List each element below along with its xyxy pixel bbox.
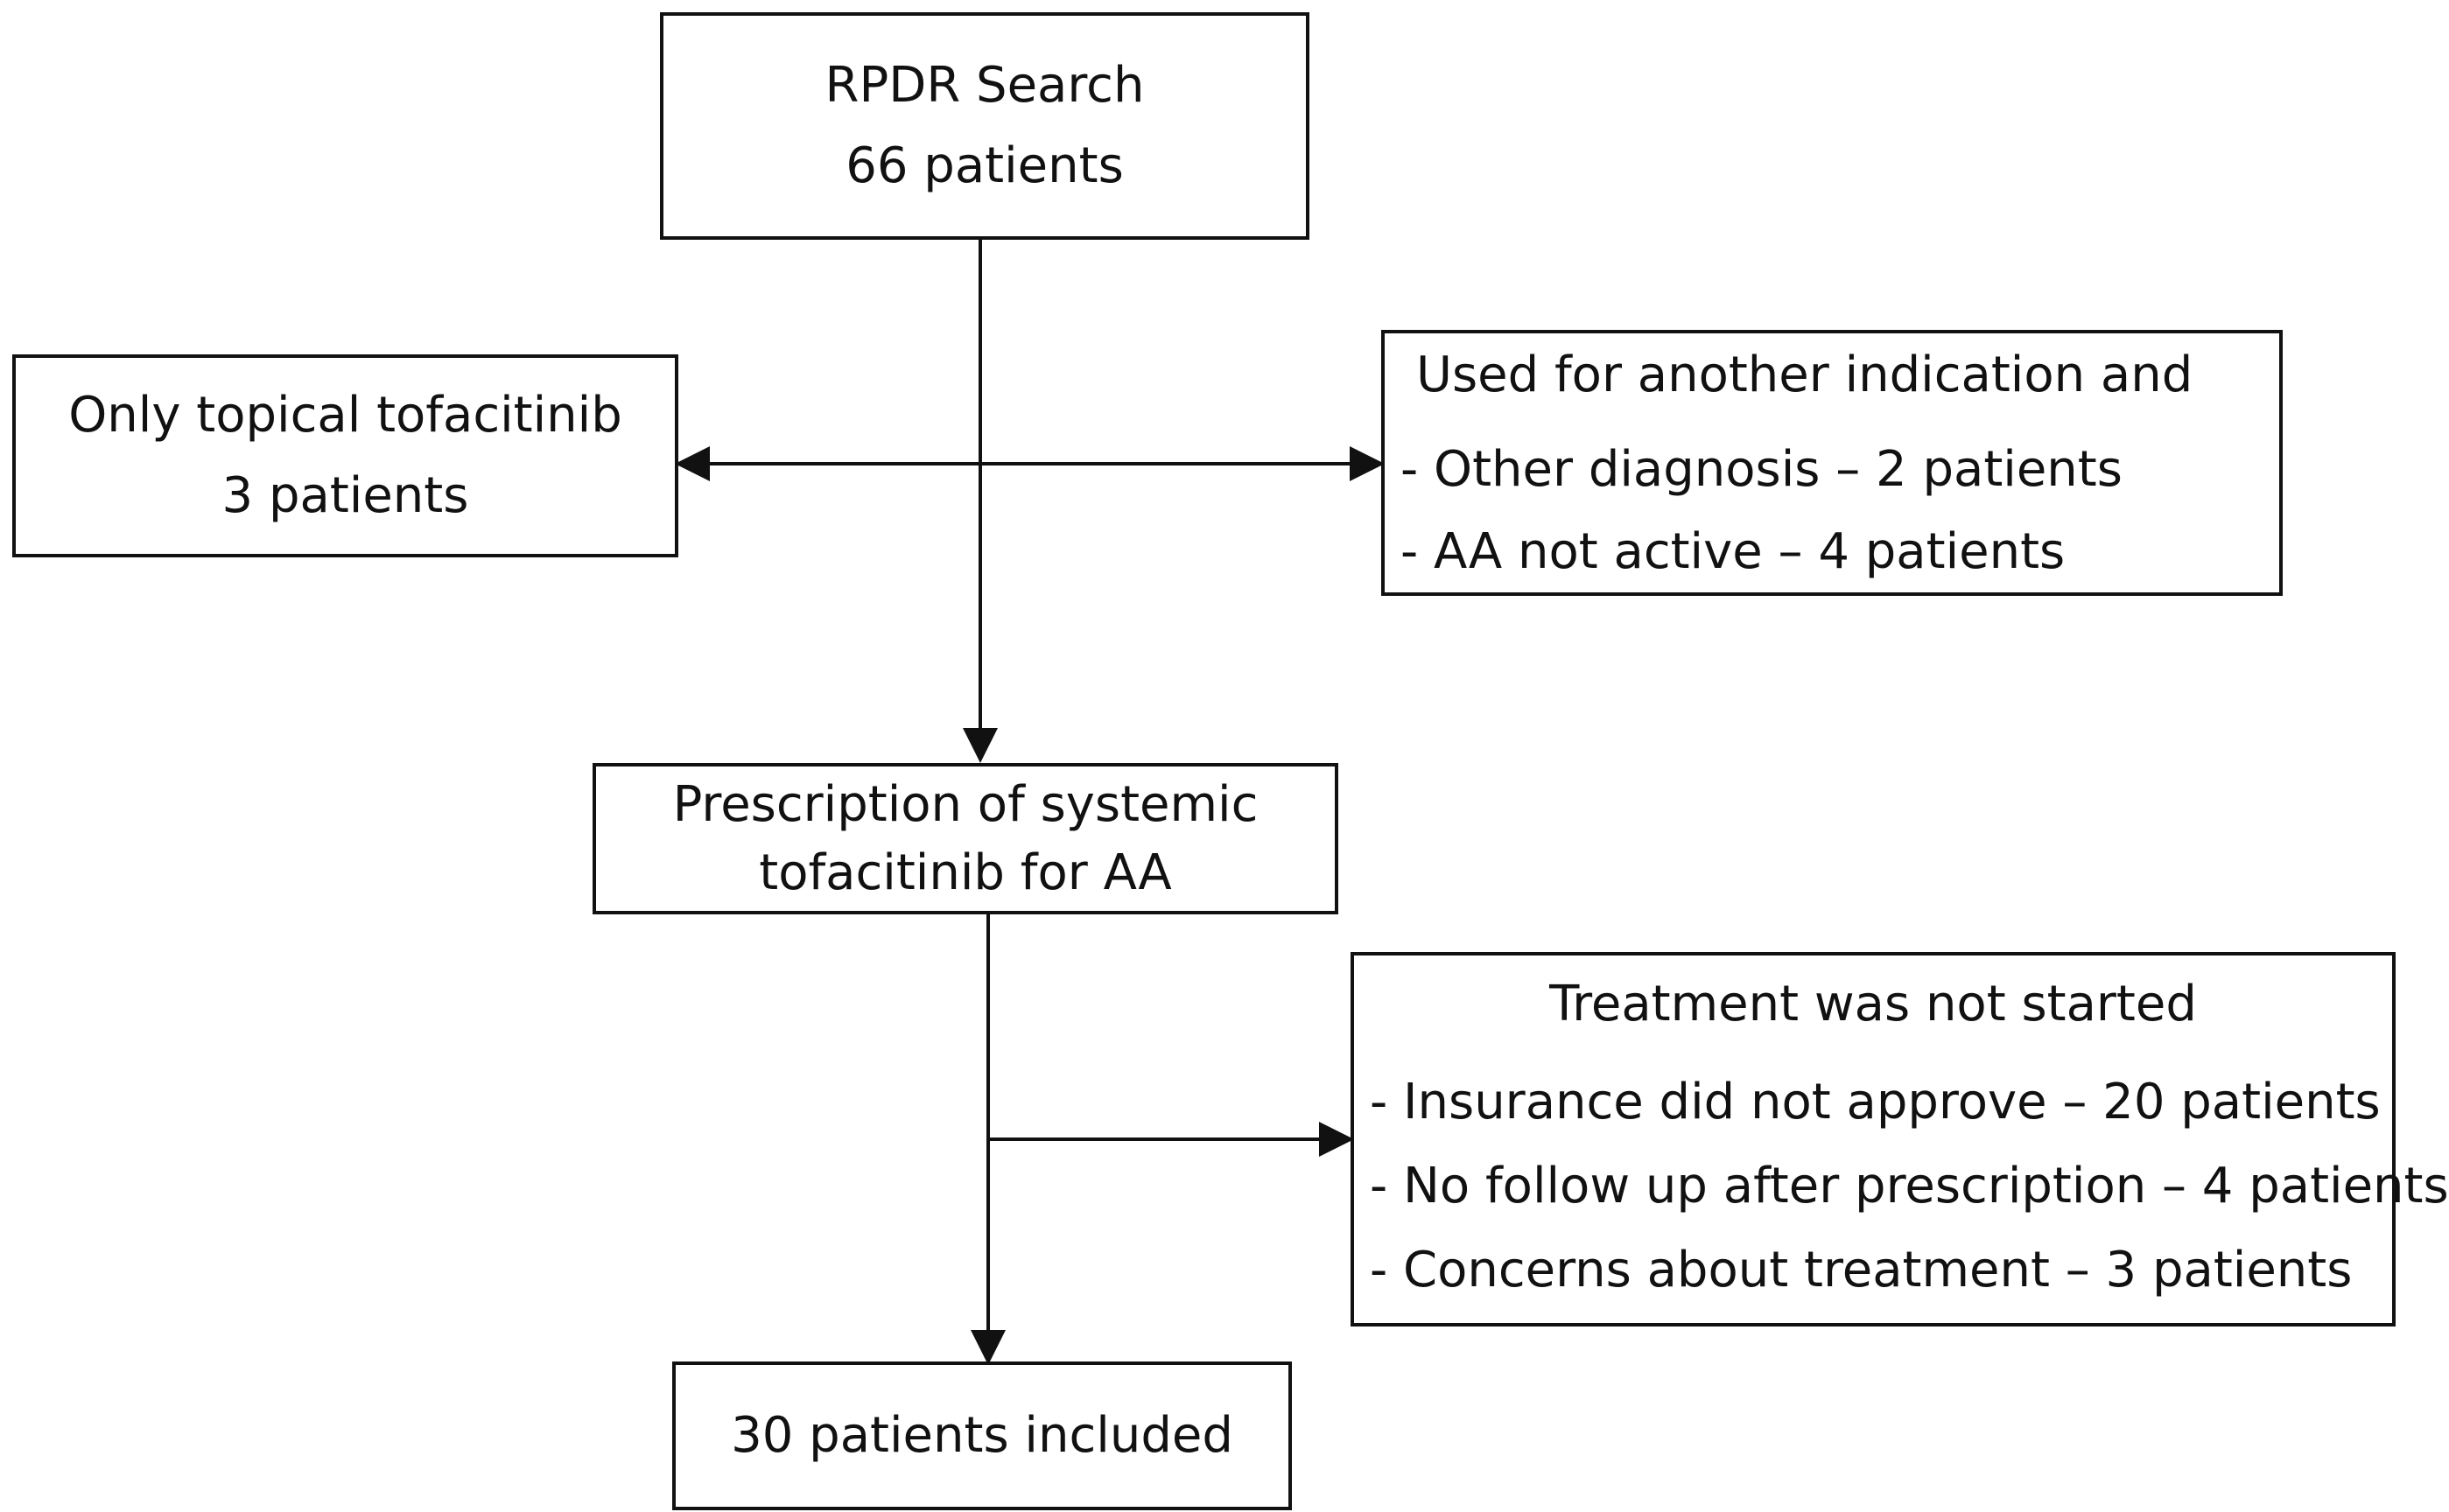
topical-box: Only topical tofacitinib 3 patients [12,354,678,557]
other-indication-item: - AA not active – 4 patients [1400,523,2066,580]
not-started-box: Treatment was not started - Insurance di… [1351,952,2449,1326]
included-title: 30 patients included [731,1407,1233,1464]
other-indication-title: Used for another indication and [1416,346,2193,403]
other-indication-box: Used for another indication and - Other … [1381,330,2283,596]
search-box: RPDR Search 66 patients [660,12,1309,240]
included-box: 30 patients included [672,1362,1292,1510]
not-started-title: Treatment was not started [1549,976,2197,1032]
search-title: RPDR Search [825,57,1145,114]
systemic-line-1: Prescription of systemic [672,775,1259,833]
systemic-box: Prescription of systemic tofacitinib for… [593,763,1338,914]
not-started-item: - Concerns about treatment – 3 patients [1370,1242,2353,1298]
systemic-line-2: tofacitinib for AA [759,844,1172,901]
topical-count: 3 patients [221,467,469,524]
not-started-item: - No follow up after prescription – 4 pa… [1370,1158,2449,1214]
topical-title: Only topical tofacitinib [68,387,622,444]
search-count: 66 patients [846,137,1124,194]
not-started-item: - Insurance did not approve – 20 patient… [1370,1074,2381,1130]
other-indication-item: - Other diagnosis – 2 patients [1400,441,2123,498]
